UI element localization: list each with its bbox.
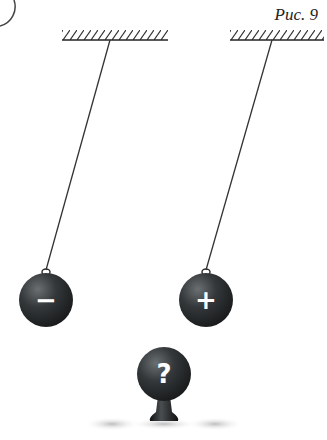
charged-ball: ? [137, 347, 191, 401]
ceiling [62, 39, 168, 41]
ceiling [230, 39, 324, 41]
figure-number: Рис. 9 [275, 5, 318, 25]
corner-mark [0, 0, 15, 26]
charge-sign: − [35, 287, 57, 313]
ceiling-hatch [230, 30, 324, 40]
charged-ball: − [19, 273, 73, 327]
charge-sign: ? [156, 361, 171, 387]
ceiling-hatch [62, 30, 168, 40]
thread [46, 40, 110, 270]
charge-sign: + [195, 287, 217, 313]
charged-ball: + [179, 273, 233, 327]
thread [206, 40, 272, 270]
